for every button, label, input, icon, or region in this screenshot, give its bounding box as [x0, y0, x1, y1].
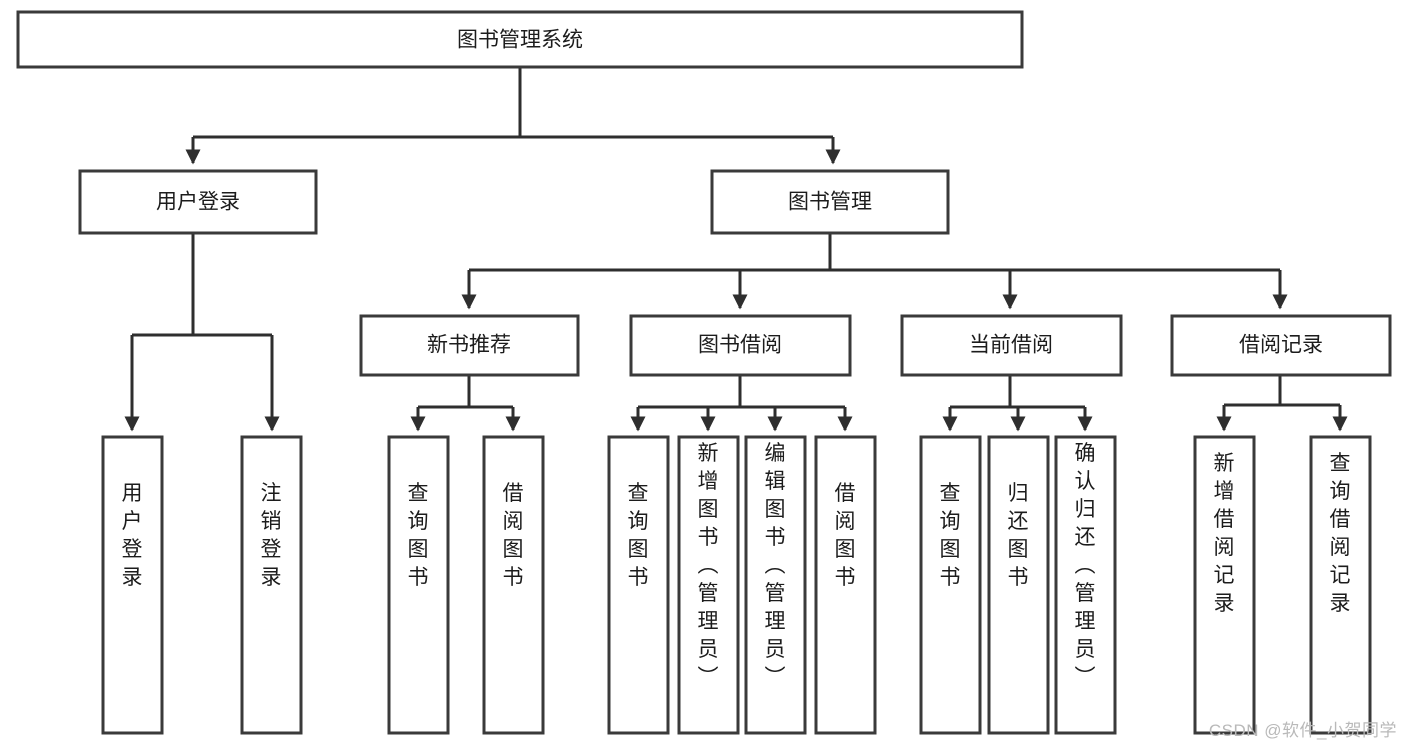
node-leaf-return-book[interactable]: 归还图书 [987, 435, 1050, 735]
connector-group-new-book [410, 375, 521, 432]
node-leaf-query-record-label: 查询借阅记录 [1330, 452, 1351, 615]
node-book-management-box [710, 169, 950, 235]
node-leaf-query-book-2[interactable]: 查询图书 [607, 435, 670, 735]
node-leaf-add-record-box [1193, 435, 1256, 735]
node-leaf-borrow-book-2-label: 借阅图书 [835, 482, 856, 589]
node-leaf-logout[interactable]: 注销登录 [240, 435, 303, 735]
node-leaf-user-login-box [101, 435, 164, 735]
node-leaf-logout-box [240, 435, 303, 735]
node-leaf-confirm-return[interactable]: 确认归还︵管理员︶ [1054, 435, 1117, 735]
node-leaf-borrow-book-1[interactable]: 借阅图书 [482, 435, 545, 735]
node-leaf-query-book-1-label: 查询图书 [408, 482, 429, 589]
node-current-borrow-label: 当前借阅 [969, 334, 1053, 357]
node-current-borrow[interactable]: 当前借阅 [900, 314, 1123, 377]
node-book-management-label: 图书管理 [788, 191, 872, 214]
node-leaf-query-book-3[interactable]: 查询图书 [919, 435, 982, 735]
connector-group-current-borrow [942, 375, 1093, 432]
node-book-borrow-label: 图书借阅 [698, 334, 782, 357]
node-leaf-add-book[interactable]: 新增图书︵管理员︶ [677, 435, 740, 735]
node-leaf-edit-book-box [744, 435, 807, 735]
node-leaf-return-book-label: 归还图书 [1008, 482, 1029, 589]
connector-group-borrow-record [1216, 375, 1348, 432]
node-user-login-box [78, 169, 318, 235]
node-leaf-query-book-2-label: 查询图书 [628, 482, 649, 589]
node-leaf-user-login[interactable]: 用户登录 [101, 435, 164, 735]
node-leaf-query-book-1[interactable]: 查询图书 [387, 435, 450, 735]
node-root-box [16, 10, 1024, 69]
node-leaf-edit-book[interactable]: 编辑图书︵管理员︶ [744, 435, 807, 735]
connector-group-root [185, 67, 841, 165]
node-root-label: 图书管理系统 [457, 29, 583, 52]
node-book-borrow-box [629, 314, 852, 377]
node-book-management[interactable]: 图书管理 [710, 169, 950, 235]
node-leaf-query-record-box [1309, 435, 1372, 735]
node-leaf-query-book-2-box [607, 435, 670, 735]
node-leaf-add-record[interactable]: 新增借阅记录 [1193, 435, 1256, 735]
connector-group-book-borrow [630, 375, 853, 432]
node-leaf-borrow-book-2-box [814, 435, 877, 735]
node-book-borrow[interactable]: 图书借阅 [629, 314, 852, 377]
node-leaf-return-book-box [987, 435, 1050, 735]
node-leaf-query-book-3-box [919, 435, 982, 735]
connector-group-book-management [461, 233, 1288, 310]
node-new-book-recommend-label: 新书推荐 [427, 334, 511, 357]
node-leaf-query-book-3-label: 查询图书 [940, 482, 961, 589]
node-leaf-borrow-book-2[interactable]: 借阅图书 [814, 435, 877, 735]
node-leaf-logout-label: 注销登录 [261, 482, 282, 589]
connector-group-user-login [124, 233, 280, 432]
node-user-login-label: 用户登录 [156, 191, 240, 214]
node-leaf-add-book-label: 新增图书︵管理员︶ [698, 442, 719, 689]
node-leaf-edit-book-label: 编辑图书︵管理员︶ [765, 442, 786, 689]
node-leaf-user-login-label: 用户登录 [122, 482, 143, 589]
node-leaf-borrow-book-1-label: 借阅图书 [503, 482, 524, 589]
node-leaf-confirm-return-label: 确认归还︵管理员︶ [1075, 442, 1096, 689]
node-leaf-query-book-1-box [387, 435, 450, 735]
node-root[interactable]: 图书管理系统 [16, 10, 1024, 69]
node-leaf-add-book-box [677, 435, 740, 735]
node-leaf-borrow-book-1-box [482, 435, 545, 735]
node-new-book-recommend[interactable]: 新书推荐 [359, 314, 580, 377]
node-borrow-record-box [1170, 314, 1392, 377]
node-current-borrow-box [900, 314, 1123, 377]
node-borrow-record[interactable]: 借阅记录 [1170, 314, 1392, 377]
node-user-login[interactable]: 用户登录 [78, 169, 318, 235]
node-leaf-add-record-label: 新增借阅记录 [1214, 452, 1235, 615]
node-borrow-record-label: 借阅记录 [1239, 334, 1323, 357]
node-leaf-query-record[interactable]: 查询借阅记录 [1309, 435, 1372, 735]
node-leaf-confirm-return-box [1054, 435, 1117, 735]
node-new-book-recommend-box [359, 314, 580, 377]
